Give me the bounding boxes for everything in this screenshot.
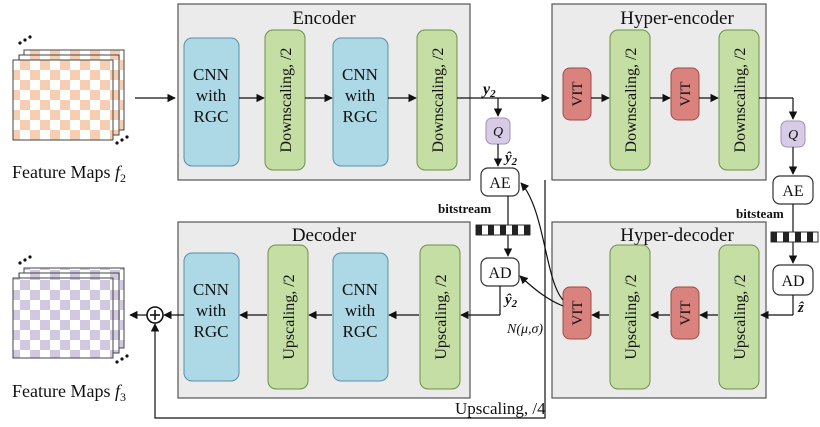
hyper-decoder-module: Hyper-decoder VIT Upscaling, /2 VIT Upsc… [551,221,767,399]
arithmetic-decoder-1-label: AD [488,265,511,282]
decoder-title: Decoder [292,225,357,246]
encoder-downscale-1 [264,29,306,171]
upscaling-4-label: Upscaling, /4 [455,399,546,418]
y2-hat-out-label: ŷ2 [503,292,518,310]
arithmetic-encoder-1-label: AE [489,175,510,192]
hyper-decoder-upscale-2 [718,244,760,390]
y2-hat-label: ŷ2 [503,150,518,168]
decoder-upscale-2-label: Upscaling, /2 [433,274,450,359]
hyper-decoder-vit-2 [670,286,700,340]
feature-maps-out-label: Feature Maps f3 [12,381,126,404]
skip-connection [150,180,546,419]
sum-symbol: + [0,0,1,1]
hyper-decoder-upscale-2-label: Upscaling, /2 [732,274,749,359]
quantizer-1-label: Q [493,125,503,140]
decoder-cnn-2 [332,252,389,382]
bitstream-label-2: bitsteam [736,206,784,221]
bitstream-strip-1 [475,224,531,236]
feature-maps-in-label: Feature Maps f2 [12,162,126,185]
encoder-downscale-2 [416,29,458,171]
quantizer-2-label: Q [788,128,798,143]
hyper-encoder-vit-2 [670,67,700,121]
hyper-encoder-downscale-1 [609,29,651,171]
normal-distribution-label: N(μ,σ) [506,322,543,337]
arithmetic-encoder-1 [480,167,520,197]
hyper-decoder-title: Hyper-decoder [620,225,734,246]
hyper-encoder-downscale-2-label: Downscaling, /2 [732,48,749,153]
arithmetic-decoder-2-label: AD [781,273,804,290]
decoder-cnn-1 [183,252,240,382]
decoder-upscale-2 [419,244,461,390]
encoder-cnn-1 [183,37,240,167]
input-feature-maps [12,35,129,145]
hyper-decoder-upscale-1-label: Upscaling, /2 [623,274,640,359]
bitstream-label-1: bitstream [438,201,491,216]
encoder-downscale-2-label: Downscaling, /2 [430,48,447,153]
hyper-encoder-vit-1 [562,67,592,121]
hyper-decoder-vit-1 [562,286,592,340]
bitstream-strip-2 [770,231,819,243]
hyper-encoder-downscale-2 [718,29,760,171]
output-feature-maps [12,255,129,364]
encoder-cnn-2 [332,37,389,167]
encoder-downscale-1-label: Downscaling, /2 [278,48,295,153]
hyper-encoder-title: Hyper-encoder [620,8,734,29]
z-hat-label: ẑ [797,300,805,316]
hyper-encoder-vit-2-label: VIT [678,82,694,107]
hyper-encoder-module: Hyper-encoder VIT Downscaling, /2 VIT Do… [551,3,767,181]
encoder-title: Encoder [292,8,356,29]
hyper-encoder-downscale-1-label: Downscaling, /2 [623,48,640,153]
y2-label: y2 [481,81,496,100]
hyper-decoder-vit-2-label: VIT [678,301,694,326]
hyper-decoder-vit-1-label: VIT [570,301,586,326]
hyper-encoder-vit-1-label: VIT [570,82,586,107]
decoder-upscale-1-label: Upscaling, /2 [281,274,298,359]
hyper-decoder-upscale-1 [609,244,651,390]
arithmetic-encoder-2-label: AE [782,183,803,200]
decoder-upscale-1 [267,244,309,390]
